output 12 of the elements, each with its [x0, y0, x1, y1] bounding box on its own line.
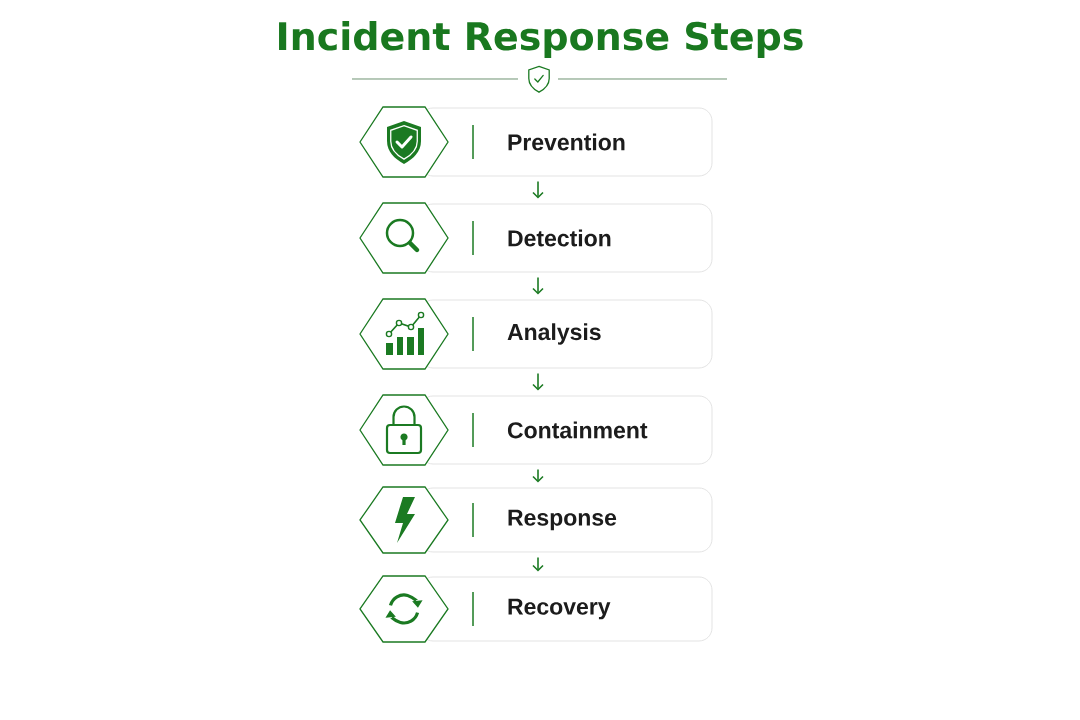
arrow — [532, 276, 544, 295]
arrow — [532, 468, 544, 483]
step-card: Response — [359, 486, 713, 554]
step-card: Analysis — [359, 298, 713, 370]
arrow — [532, 556, 544, 572]
title: Incident Response Steps — [279, 21, 803, 58]
arrow — [532, 180, 544, 199]
step-card: Recovery — [359, 575, 713, 643]
step-card: Detection — [359, 202, 713, 274]
step-card: Containment — [359, 394, 713, 466]
arrow — [532, 372, 544, 391]
step-card: Prevention — [359, 106, 713, 178]
